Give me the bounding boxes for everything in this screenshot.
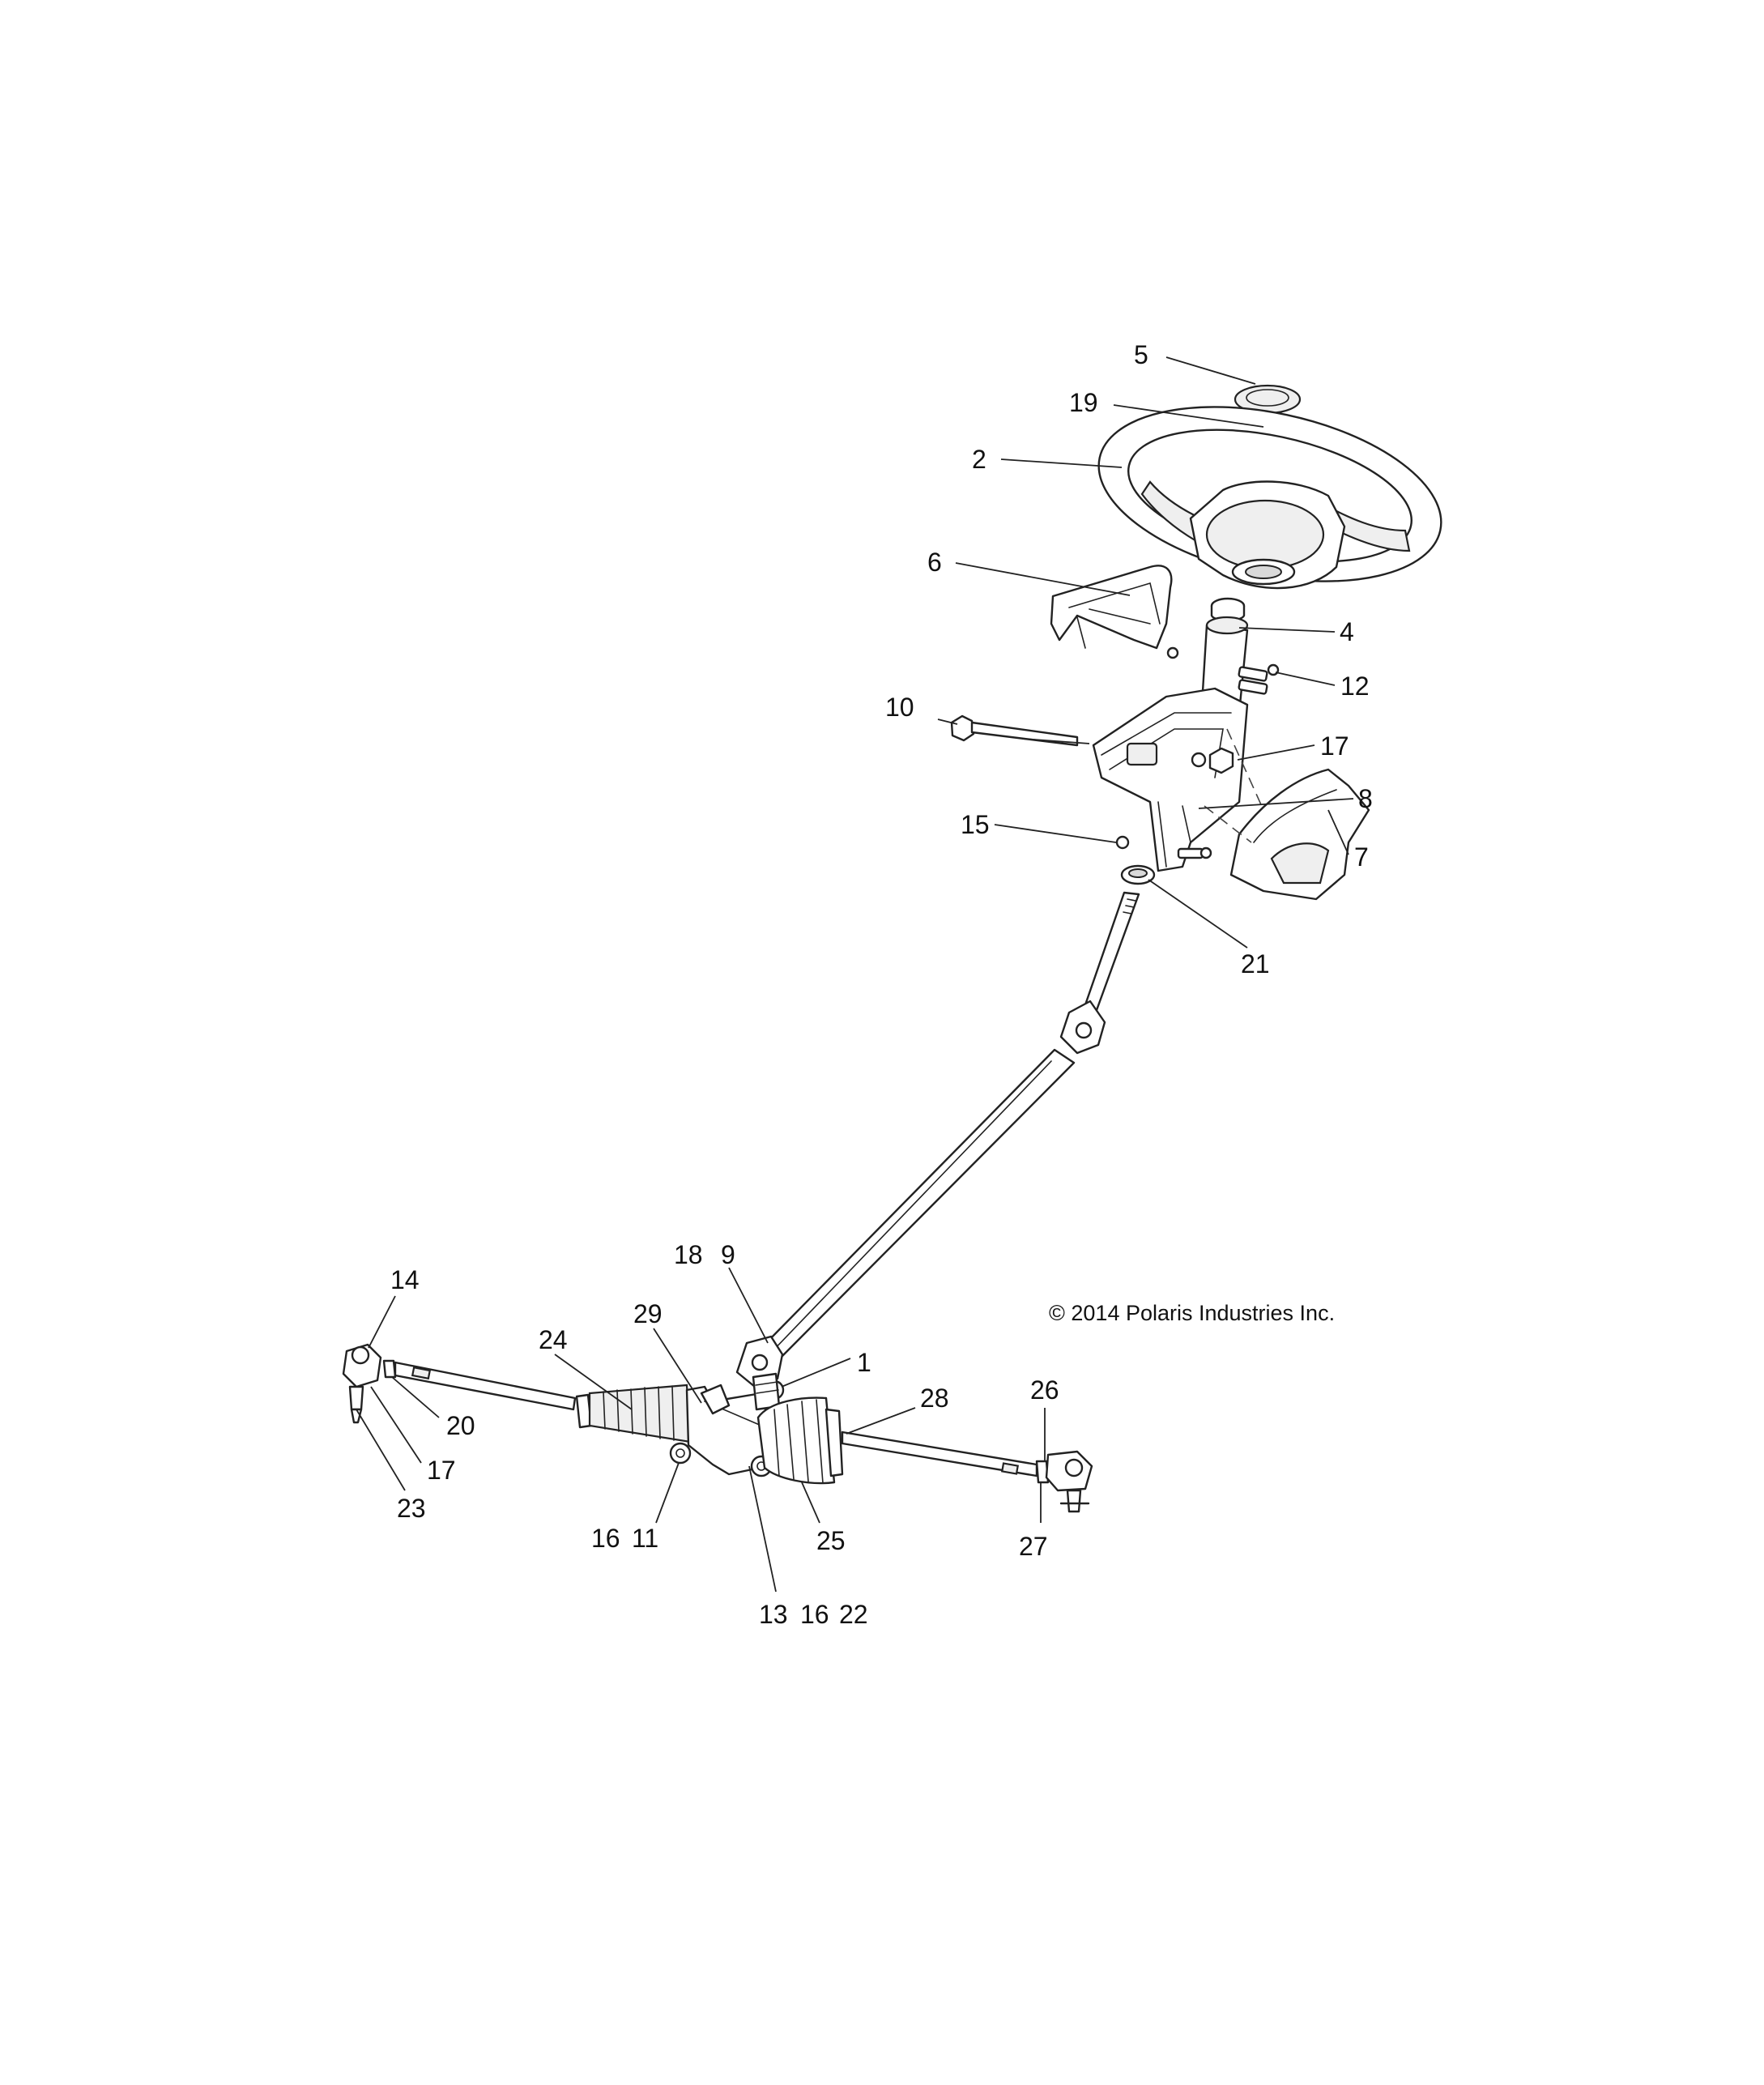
callout-15: 15 xyxy=(961,810,990,839)
callout-19: 19 xyxy=(1069,388,1098,417)
column-mount-bracket xyxy=(1092,687,1249,872)
callout-5: 5 xyxy=(1134,340,1148,369)
callout-21: 21 xyxy=(1241,949,1270,979)
right-bellows-boot xyxy=(756,1396,844,1485)
hub-cap xyxy=(1234,384,1302,415)
callout-labels: 5 19 2 6 4 12 10 17 8 15 7 21 18 9 14 29… xyxy=(390,340,1373,1629)
callout-7: 7 xyxy=(1354,842,1369,872)
callout-8: 8 xyxy=(1358,784,1373,813)
callout-28: 28 xyxy=(920,1384,949,1413)
left-jam-nut xyxy=(382,1359,397,1379)
callout-18: 18 xyxy=(674,1240,703,1269)
callout-20: 20 xyxy=(446,1411,475,1440)
callout-27: 27 xyxy=(1019,1532,1048,1561)
callout-6: 6 xyxy=(927,548,942,577)
assembly-line-b xyxy=(1204,805,1252,843)
lower-bracket-bolt xyxy=(1177,846,1212,859)
callout-25: 25 xyxy=(816,1526,846,1555)
pivot-bolt xyxy=(950,714,1079,747)
callout-9: 9 xyxy=(721,1240,735,1269)
rack-mount-bushing-left xyxy=(669,1442,692,1465)
column-small-nut xyxy=(1166,646,1179,659)
left-tie-rod-end xyxy=(342,1343,382,1424)
lower-steering-shaft xyxy=(1080,891,1140,1021)
callout-16-right: 16 xyxy=(800,1600,829,1629)
callout-4: 4 xyxy=(1340,617,1354,646)
steering-rack-housing xyxy=(685,1384,771,1476)
assembly-line-a xyxy=(1226,728,1264,811)
leader-lines xyxy=(356,356,1354,1593)
callout-1: 1 xyxy=(857,1348,871,1377)
right-tie-rod xyxy=(841,1431,1038,1477)
callout-26: 26 xyxy=(1030,1375,1059,1405)
left-tie-rod xyxy=(394,1361,577,1411)
callout-24: 24 xyxy=(539,1325,568,1354)
lower-column-cover xyxy=(1229,768,1370,901)
callout-23: 23 xyxy=(397,1494,426,1523)
upper-column-cover xyxy=(1050,565,1173,650)
callout-17-lower: 17 xyxy=(427,1456,456,1485)
callout-13: 13 xyxy=(759,1600,788,1629)
upper-u-joint xyxy=(1059,1000,1106,1055)
upper-column-bushing xyxy=(1210,597,1246,622)
lower-nut xyxy=(1115,835,1130,850)
pinch-bolts xyxy=(1238,663,1280,695)
callout-11: 11 xyxy=(632,1524,658,1553)
lower-bearing xyxy=(1120,864,1156,885)
callout-29: 29 xyxy=(633,1299,663,1328)
callout-17-upper: 17 xyxy=(1320,731,1349,761)
steering-wheel xyxy=(1097,406,1442,590)
callout-10: 10 xyxy=(885,693,914,722)
callout-2: 2 xyxy=(972,445,986,474)
callout-16-left: 16 xyxy=(591,1524,620,1553)
intermediate-shaft xyxy=(760,1048,1076,1362)
right-tie-rod-end xyxy=(1045,1450,1093,1513)
callout-14: 14 xyxy=(390,1265,420,1294)
right-jam-nut xyxy=(1035,1460,1050,1484)
copyright-notice: © 2014 Polaris Industries Inc. xyxy=(1049,1301,1335,1325)
callout-22: 22 xyxy=(839,1600,868,1629)
left-bellows-boot xyxy=(588,1384,692,1443)
bracket-nut xyxy=(1191,747,1234,774)
callout-12: 12 xyxy=(1340,672,1370,701)
